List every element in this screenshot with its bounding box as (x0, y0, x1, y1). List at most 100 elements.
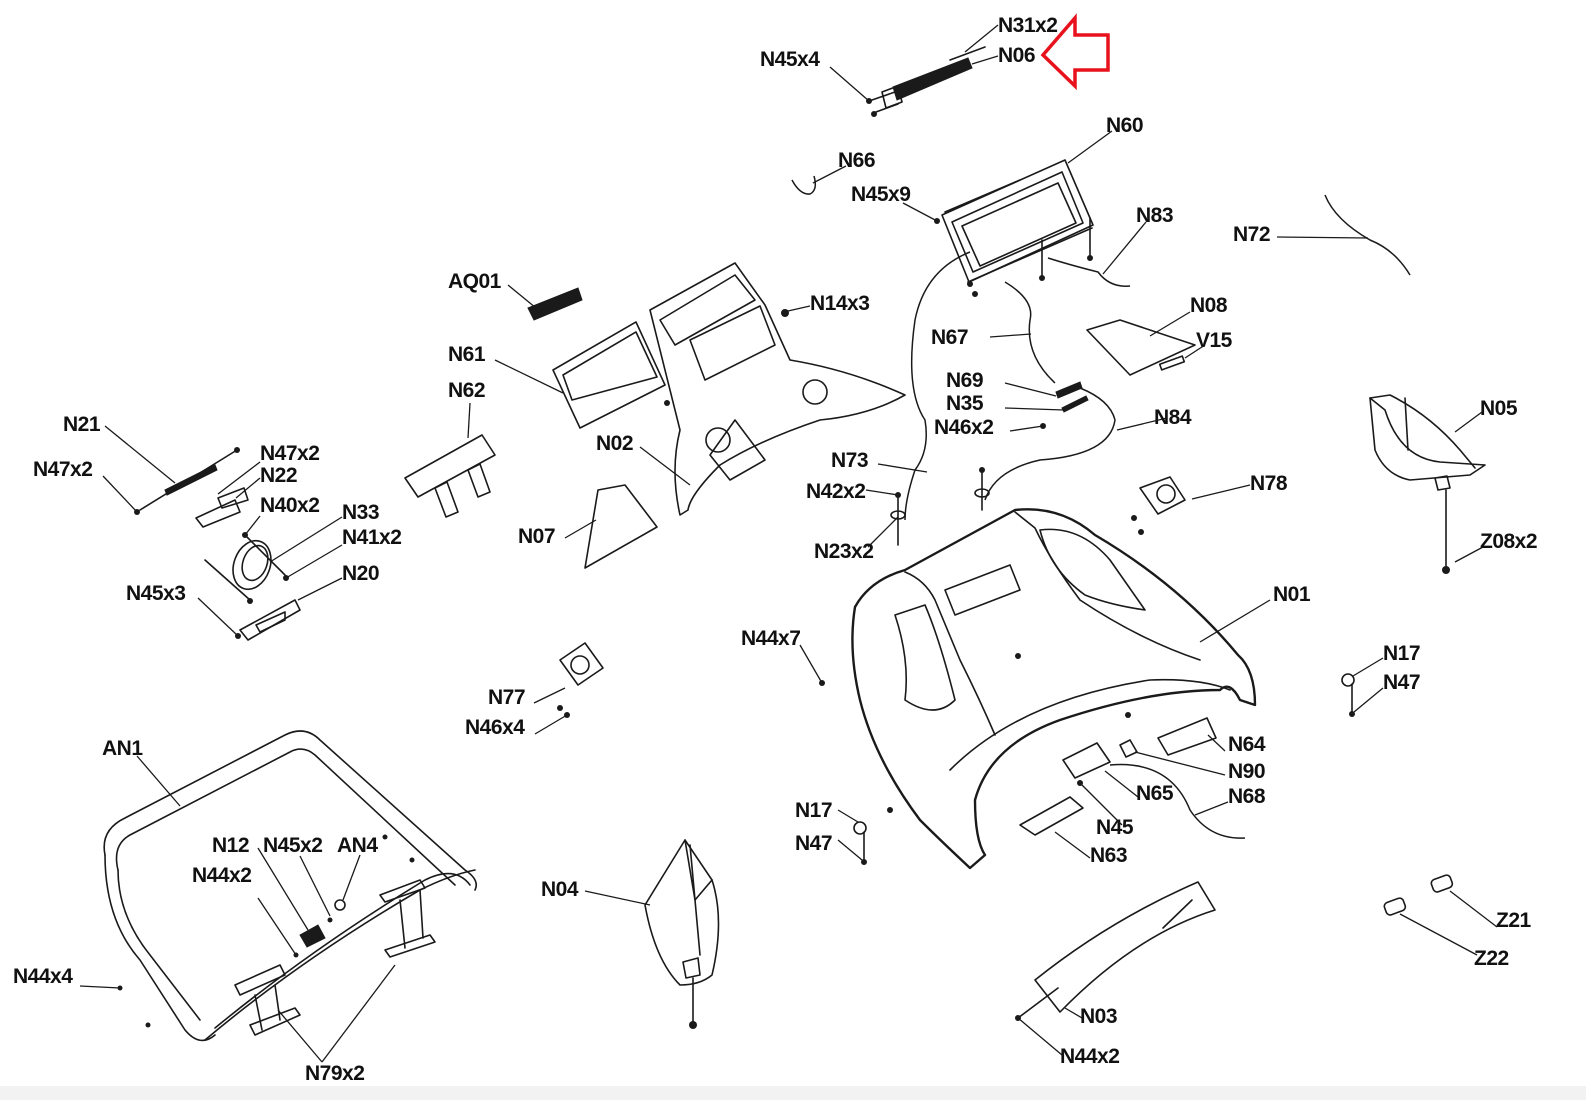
part-n33-fan (204, 534, 286, 601)
label-n45x4: N45x4 (760, 48, 820, 71)
part-n20-bracket (239, 599, 301, 641)
label-an4: AN4 (337, 834, 378, 857)
leader-n44x7 (799, 644, 823, 684)
part-n63 (1019, 796, 1084, 836)
part-n66-cable (791, 175, 817, 195)
leader-z21 (1449, 890, 1498, 928)
label-n44x2-bottom: N44x2 (1060, 1045, 1119, 1068)
leader-n23x2 (867, 516, 899, 548)
leader-n78 (1191, 484, 1251, 500)
label-n06: N06 (998, 44, 1035, 67)
label-n41x2: N41x2 (342, 526, 401, 549)
label-n47-mid: N47 (795, 832, 832, 855)
label-n31x2: N31x2 (998, 14, 1057, 37)
label-z21: Z21 (1496, 909, 1532, 932)
part-n06-spring (871, 46, 986, 113)
leader-n69 (1004, 382, 1057, 397)
leader-n44x2-bottom (1017, 1017, 1063, 1056)
part-n01-shroud (851, 508, 1257, 870)
label-n40x2: N40x2 (260, 494, 319, 517)
screw-z08 (1442, 566, 1450, 574)
label-n04: N04 (541, 878, 579, 901)
part-n73-wire (904, 251, 971, 521)
leader-n17-mid (837, 809, 859, 823)
leader-n60 (1067, 130, 1113, 164)
part-an4 (334, 899, 346, 911)
part-n61-overlay (552, 321, 666, 429)
leader-n33 (269, 516, 343, 563)
label-n83: N83 (1136, 204, 1173, 227)
part-n17 (853, 821, 867, 835)
leader-n47-mid (837, 839, 863, 861)
label-n14x3: N14x3 (810, 292, 869, 315)
label-aq01: AQ01 (448, 270, 502, 293)
leader-an4 (342, 854, 361, 901)
label-n78: N78 (1250, 472, 1288, 495)
label-n65: N65 (1136, 782, 1174, 805)
label-n68: N68 (1228, 785, 1266, 808)
label-n72: N72 (1233, 223, 1270, 246)
leader-n45 (1079, 782, 1123, 826)
leader-n73 (877, 463, 928, 473)
label-n02: N02 (596, 432, 633, 455)
label-n61: N61 (448, 343, 486, 366)
leader-n79x2-a (277, 1009, 323, 1063)
part-n77-speaker (559, 642, 604, 686)
leader-n01 (1199, 599, 1271, 643)
label-z08x2: Z08x2 (1480, 530, 1537, 553)
leader-z22 (1399, 913, 1478, 956)
leader-n47x2-left (102, 475, 138, 513)
screw-n45 (327, 917, 333, 923)
leader-n46x2 (1009, 425, 1044, 432)
screw-n47 (861, 859, 867, 865)
part-an1-handlebar (103, 730, 478, 1042)
screw-n45 (967, 281, 973, 287)
part-n22-bracket (195, 487, 249, 528)
label-n69: N69 (946, 369, 983, 392)
leader-n41x2 (285, 544, 343, 579)
label-n07: N07 (518, 525, 555, 548)
highlight-arrow-icon (1040, 13, 1110, 91)
leader-z08x2 (1454, 546, 1484, 563)
leader-n20 (297, 577, 343, 601)
leader-n63 (1054, 831, 1091, 859)
part-n04-cupholder (644, 839, 720, 1029)
label-n44x4: N44x4 (13, 965, 73, 988)
leader-n67 (989, 333, 1032, 338)
screw-n45 (972, 291, 978, 297)
part-n02-console (649, 262, 906, 516)
screw-n40 (247, 598, 253, 604)
leader-n40x2 (244, 515, 261, 536)
screw-n47 (234, 447, 240, 453)
leader-n22 (235, 477, 261, 499)
leader-n44x4 (79, 985, 121, 989)
part-n90 (1119, 739, 1138, 758)
part-n07-panel (584, 484, 658, 569)
part-n03-trim (1017, 881, 1216, 1019)
bottom-border (0, 1086, 1586, 1100)
label-n67: N67 (931, 326, 968, 349)
screw-n45 (871, 111, 877, 117)
leader-n62 (467, 402, 471, 439)
leader-n04 (584, 890, 651, 906)
leader-n35 (1004, 407, 1065, 411)
part-n83-wire (1047, 257, 1131, 287)
part-n64 (1157, 717, 1217, 756)
part-n05-cupholder (1369, 394, 1486, 491)
leader-n79x2-b (321, 964, 396, 1063)
part-z22 (1383, 897, 1407, 916)
label-n08: N08 (1190, 294, 1228, 317)
screw-n47 (1349, 711, 1355, 717)
label-n45: N45 (1096, 816, 1134, 839)
leader-n02 (639, 446, 691, 486)
leader-aq01 (507, 284, 537, 309)
label-n79x2: N79x2 (305, 1062, 364, 1085)
leader-n83 (1102, 221, 1147, 275)
leader-n42x2 (865, 489, 899, 496)
label-n47x2-left: N47x2 (33, 458, 92, 481)
label-n45x2: N45x2 (263, 834, 322, 857)
part-n78-speaker (1139, 476, 1186, 515)
label-n42x2: N42x2 (806, 480, 865, 503)
part-n35 (1061, 395, 1089, 413)
leader-an1 (136, 755, 181, 807)
